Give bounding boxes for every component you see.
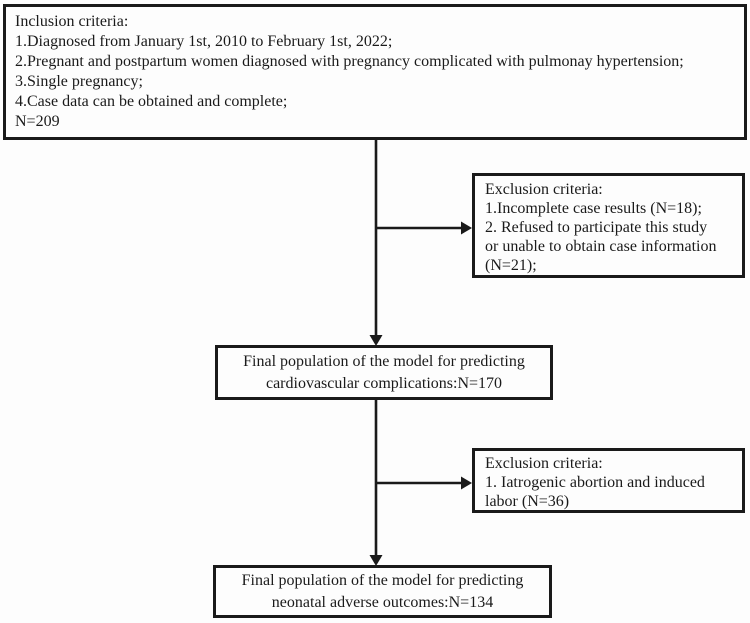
exclusion-criteria-box-1: Exclusion criteria: 1.Incomplete case re…: [472, 173, 745, 278]
arrowhead-right-exclusion1: [461, 221, 472, 235]
inclusion-criterion-1: 1.Diagnosed from January 1st, 2010 to Fe…: [15, 33, 393, 50]
exclusion2-criterion-1-line1: 1. Iatrogenic abortion and induced: [485, 474, 705, 491]
exclusion1-criterion-2-line1: 2. Refused to participate this study: [485, 219, 708, 236]
inclusion-criteria-box: Inclusion criteria: 1.Diagnosed from Jan…: [3, 4, 747, 140]
exclusion2-criterion-1-line2: labor (N=36): [485, 493, 570, 510]
exclusion2-heading: Exclusion criteria:: [485, 455, 603, 472]
inclusion-criteria-heading: Inclusion criteria:: [15, 13, 129, 30]
arrowhead-down-final2: [369, 555, 383, 566]
exclusion1-criterion-2-line3: (N=21);: [485, 257, 537, 274]
inclusion-criterion-2: 2.Pregnant and postpartum women diagnose…: [15, 53, 684, 70]
final2-line2: neonatal adverse outcomes:N=134: [271, 593, 494, 611]
final2-line1: Final population of the model for predic…: [241, 571, 524, 589]
exclusion1-criterion-2-line2: or unable to obtain case information: [485, 238, 717, 255]
inclusion-count: N=209: [15, 113, 60, 130]
final-population-cardiovascular-box: Final population of the model for predic…: [215, 345, 553, 400]
exclusion1-heading: Exclusion criteria:: [485, 181, 603, 198]
final-population-neonatal-box: Final population of the model for predic…: [213, 565, 552, 618]
final1-line2: cardiovascular complications:N=170: [265, 374, 503, 392]
arrowhead-right-exclusion2: [461, 476, 472, 490]
exclusion-criteria-box-2: Exclusion criteria: 1. Iatrogenic aborti…: [472, 448, 745, 513]
arrowhead-down-final1: [369, 335, 383, 346]
final1-line1: Final population of the model for predic…: [243, 352, 525, 370]
inclusion-criterion-4: 4.Case data can be obtained and complete…: [15, 93, 288, 110]
inclusion-criterion-3: 3.Single pregnancy;: [15, 73, 143, 90]
exclusion1-criterion-1: 1.Incomplete case results (N=18);: [485, 200, 702, 217]
